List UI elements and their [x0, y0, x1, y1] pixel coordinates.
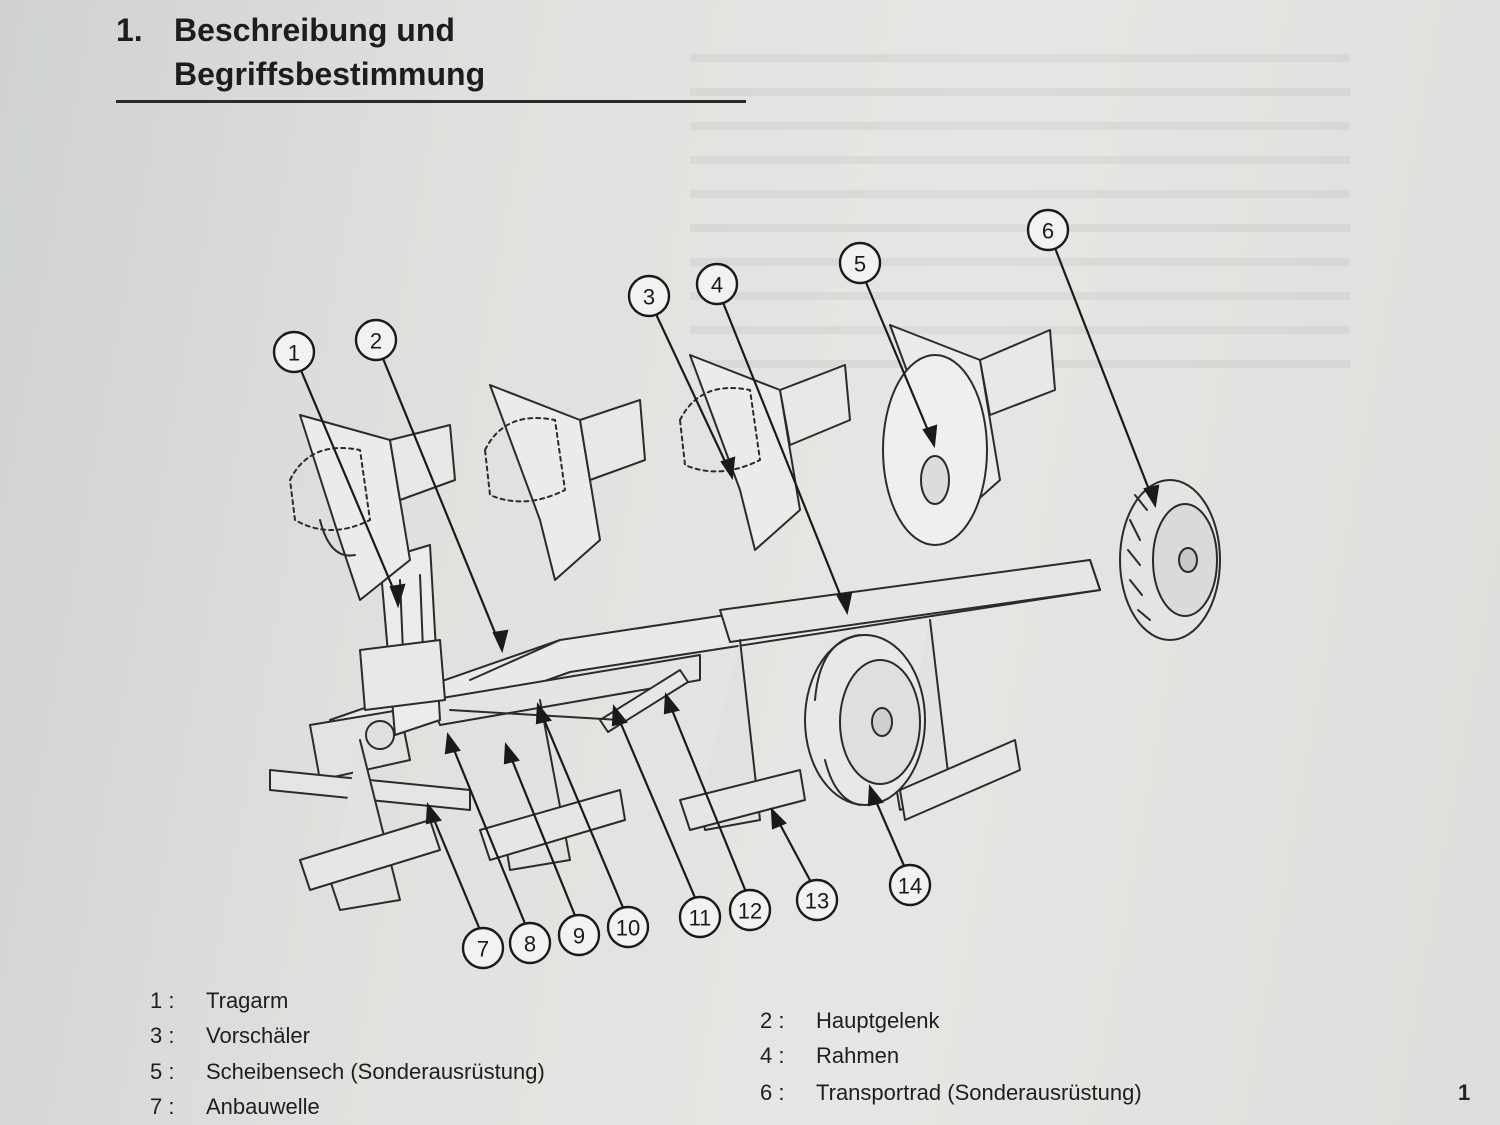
callout-4: 4	[695, 262, 739, 306]
svg-text:6: 6	[1042, 219, 1054, 244]
section-title-line2: Begriffsbestimmung	[174, 56, 486, 92]
callout-11: 11	[678, 895, 722, 939]
callout-3: 3	[627, 274, 671, 318]
legend-left: 1 :Tragarm 3 :Vorschäler 5 :Scheibensech…	[150, 988, 545, 1119]
section-title-line1: Beschreibung und	[174, 12, 455, 48]
svg-text:11: 11	[689, 906, 712, 931]
section-number: 1.	[116, 12, 143, 48]
callout-9: 9	[557, 913, 601, 957]
svg-text:2: 2	[370, 329, 382, 354]
margin-mark: 1	[1458, 1080, 1471, 1105]
callout-12: 12	[728, 888, 772, 932]
callout-2: 2	[354, 318, 398, 362]
disc-coulter-hub	[920, 455, 950, 505]
callout-13: 13	[795, 878, 839, 922]
svg-text:10: 10	[616, 916, 640, 941]
svg-text:4: 4	[711, 273, 723, 298]
callout-14: 14	[888, 863, 932, 907]
svg-text:12: 12	[738, 899, 762, 924]
callout-5: 5	[838, 241, 882, 285]
callout-8: 8	[508, 921, 552, 965]
svg-text:5: 5	[854, 252, 866, 277]
svg-text:3: 3	[643, 285, 655, 310]
svg-text:9: 9	[573, 924, 585, 949]
svg-text:13: 13	[805, 889, 829, 914]
callout-6: 6	[1026, 208, 1070, 252]
svg-text:1: 1	[288, 341, 300, 366]
svg-text:8: 8	[524, 932, 536, 957]
legend-right: 2 :Hauptgelenk 4 :Rahmen 6 :Transportrad…	[760, 1008, 1142, 1105]
callout-1: 1	[272, 330, 316, 374]
svg-text:7: 7	[477, 937, 489, 962]
callout-7: 7	[461, 926, 505, 970]
svg-text:14: 14	[898, 874, 922, 899]
callout-10: 10	[606, 905, 650, 949]
heading-underline	[116, 100, 746, 103]
